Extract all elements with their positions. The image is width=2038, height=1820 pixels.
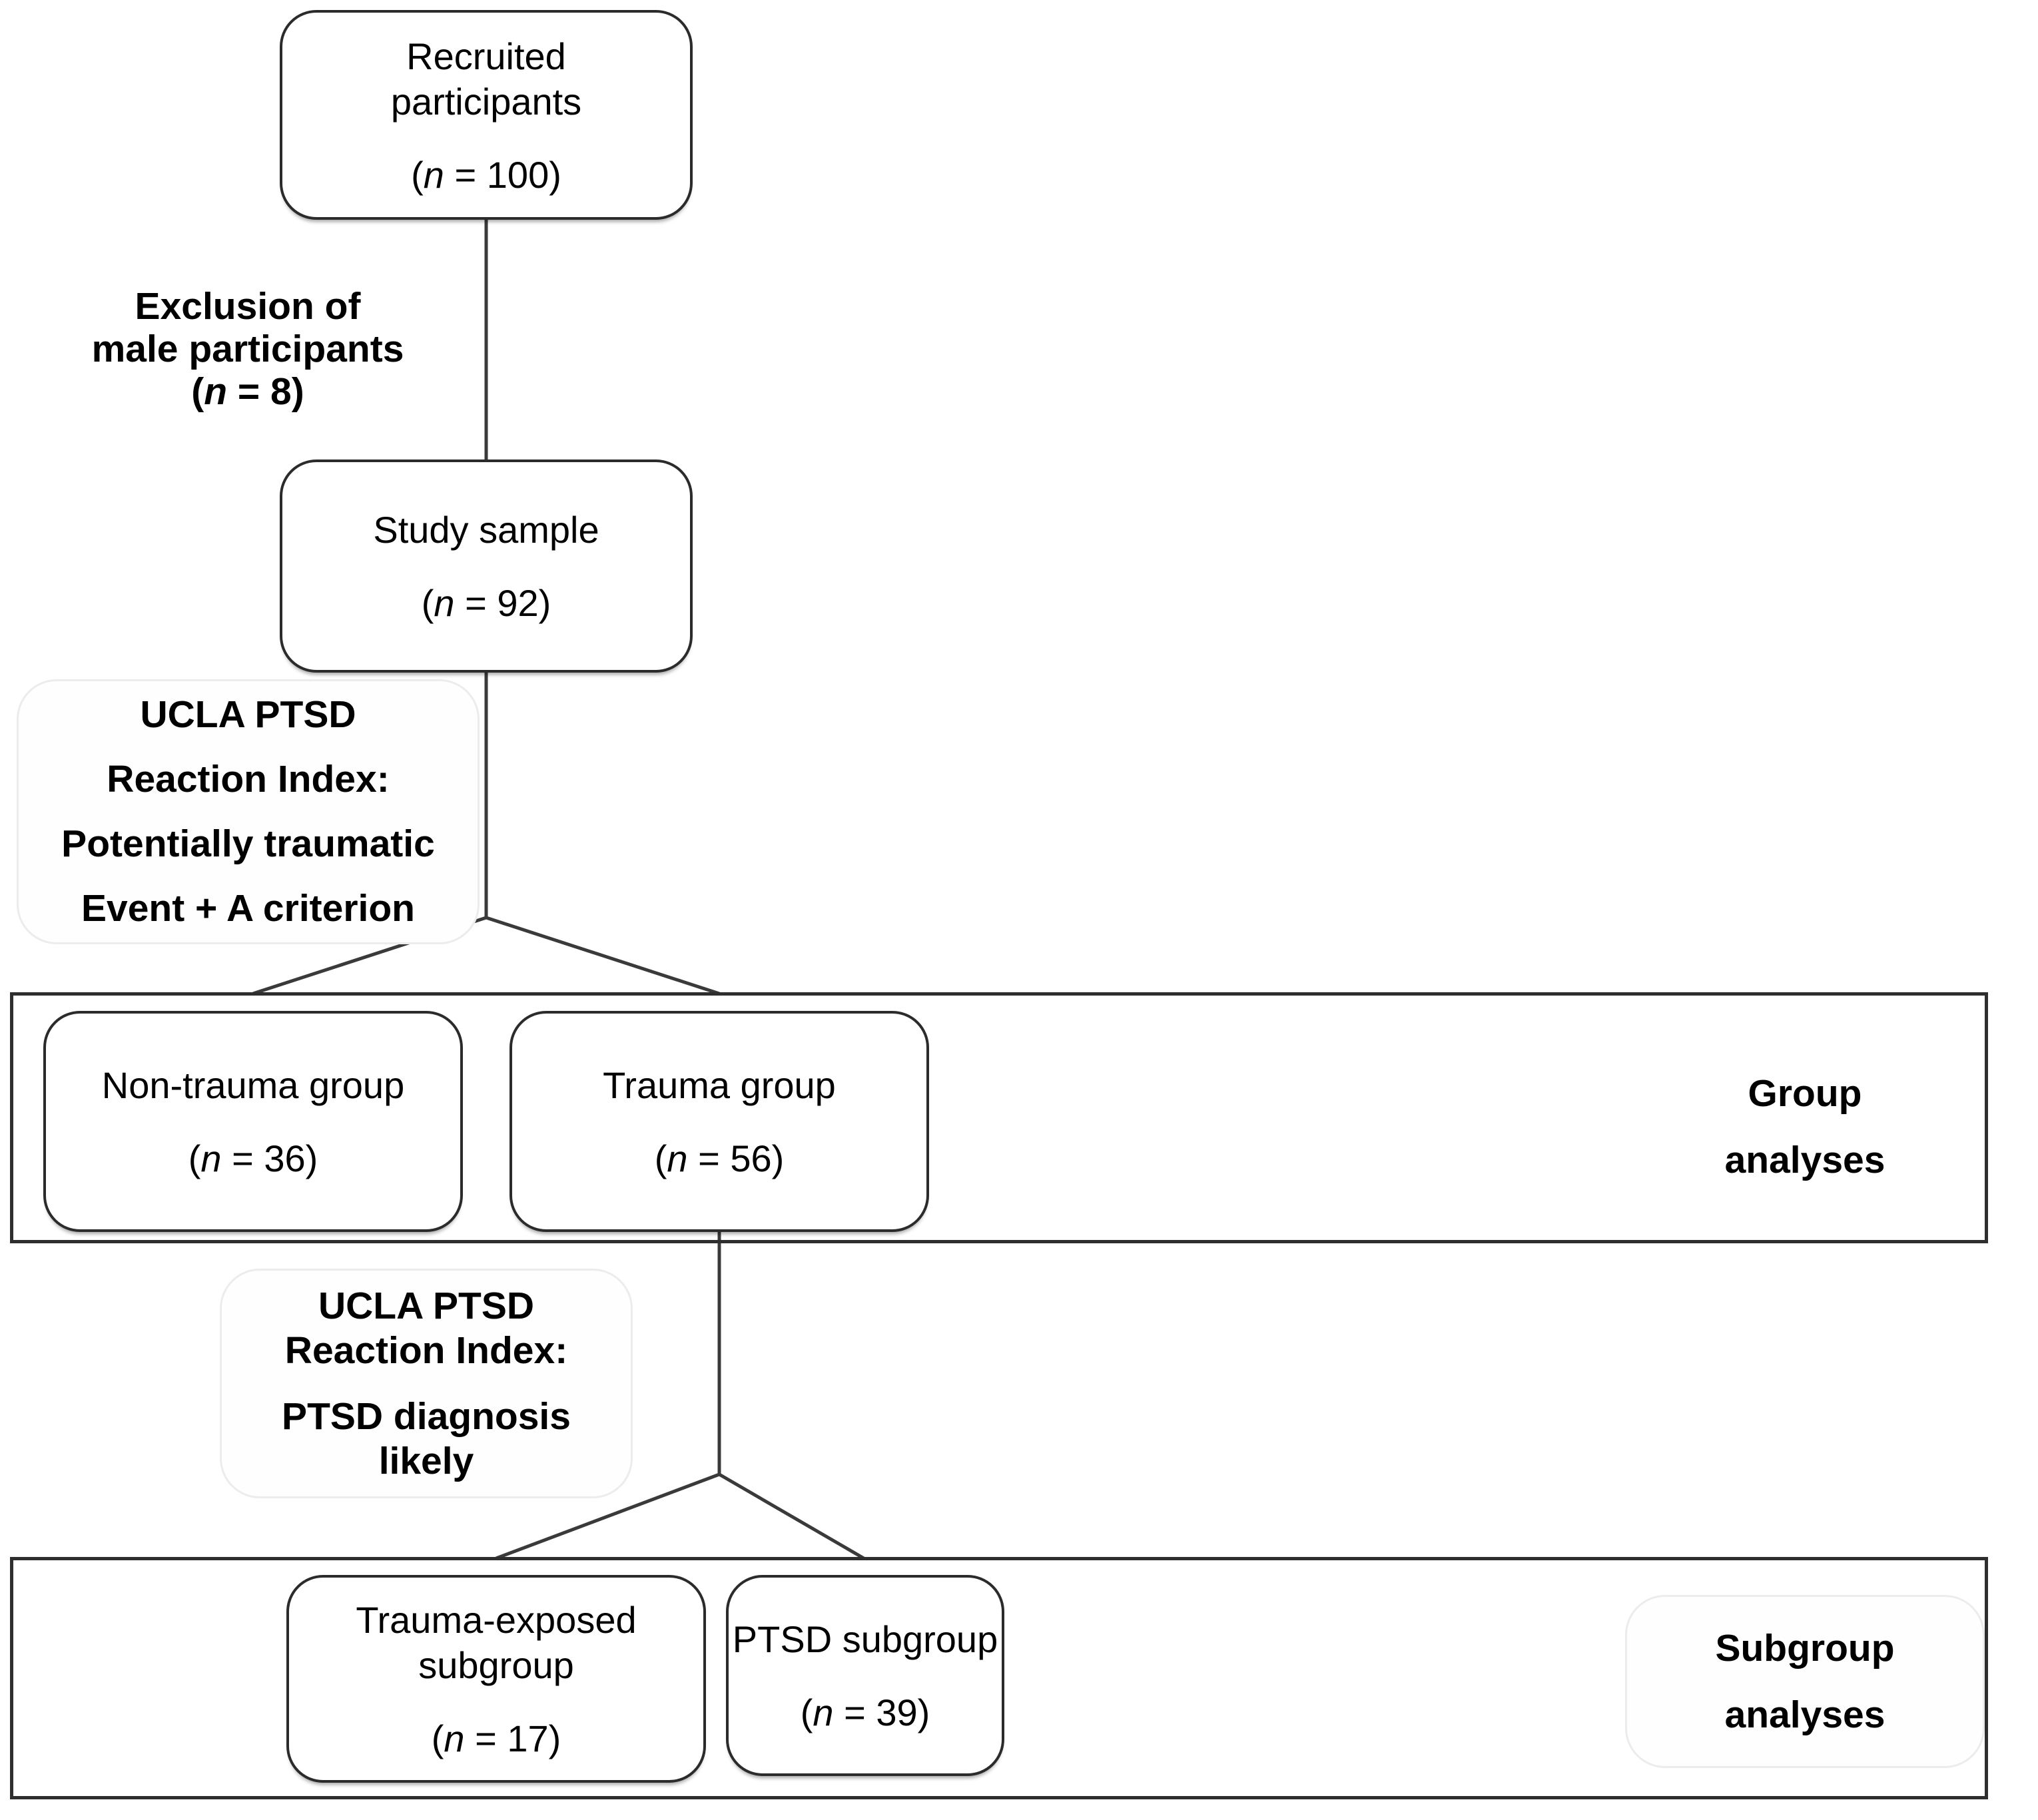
node-n-value: (n = 36): [188, 1137, 318, 1179]
group-analyses-container: [10, 992, 1988, 1243]
node-trauma-exposed-subgroup: Trauma-exposed subgroup (n = 17): [286, 1575, 706, 1783]
node-ptsd-subgroup: PTSD subgroup (n = 39): [726, 1575, 1004, 1776]
label-stanza: PTSD diagnosis likely: [282, 1394, 571, 1482]
node-n-value: (n = 92): [421, 582, 551, 624]
connector-fork2-right: [718, 1472, 865, 1560]
node-n-value: (n = 17): [431, 1717, 561, 1759]
subgroup-analyses-container: [10, 1557, 1988, 1799]
edge-label-ucla-ptsd-diagnosis: UCLA PTSD Reaction Index: PTSD diagnosis…: [220, 1269, 633, 1498]
node-label: Trauma-exposed subgroup: [356, 1599, 637, 1686]
node-n-value: (n = 56): [654, 1137, 785, 1179]
annotation-group-analyses: Group analyses: [1724, 1072, 1885, 1181]
connector-fork2-left: [496, 1472, 720, 1560]
node-n-value: (n = 39): [800, 1691, 930, 1733]
node-trauma-group: Trauma group (n = 56): [510, 1011, 929, 1232]
label-stanza: UCLA PTSD Reaction Index:: [284, 1284, 568, 1372]
edge-label-ucla-trauma-criterion: UCLA PTSD Reaction Index: Potentially tr…: [17, 679, 480, 944]
annotation-subgroup-analyses: Subgroup analyses: [1625, 1595, 1985, 1768]
node-n-value: (n = 100): [411, 153, 561, 196]
connector-fork1-right: [486, 916, 720, 996]
node-label: PTSD subgroup: [732, 1618, 998, 1660]
edge-label-n-value: (n = 8): [191, 370, 304, 413]
node-non-trauma-group: Non-trauma group (n = 36): [43, 1011, 463, 1232]
node-label: Study sample: [373, 509, 599, 551]
node-label: Recruited participants: [390, 35, 582, 123]
node-label: Non-trauma group: [101, 1064, 405, 1106]
node-recruited-participants: Recruited participants (n = 100): [280, 10, 693, 220]
node-label: Trauma group: [603, 1064, 836, 1106]
node-study-sample: Study sample (n = 92): [280, 459, 693, 673]
edge-label-exclusion: Exclusion of male participants (n = 8): [61, 285, 434, 413]
